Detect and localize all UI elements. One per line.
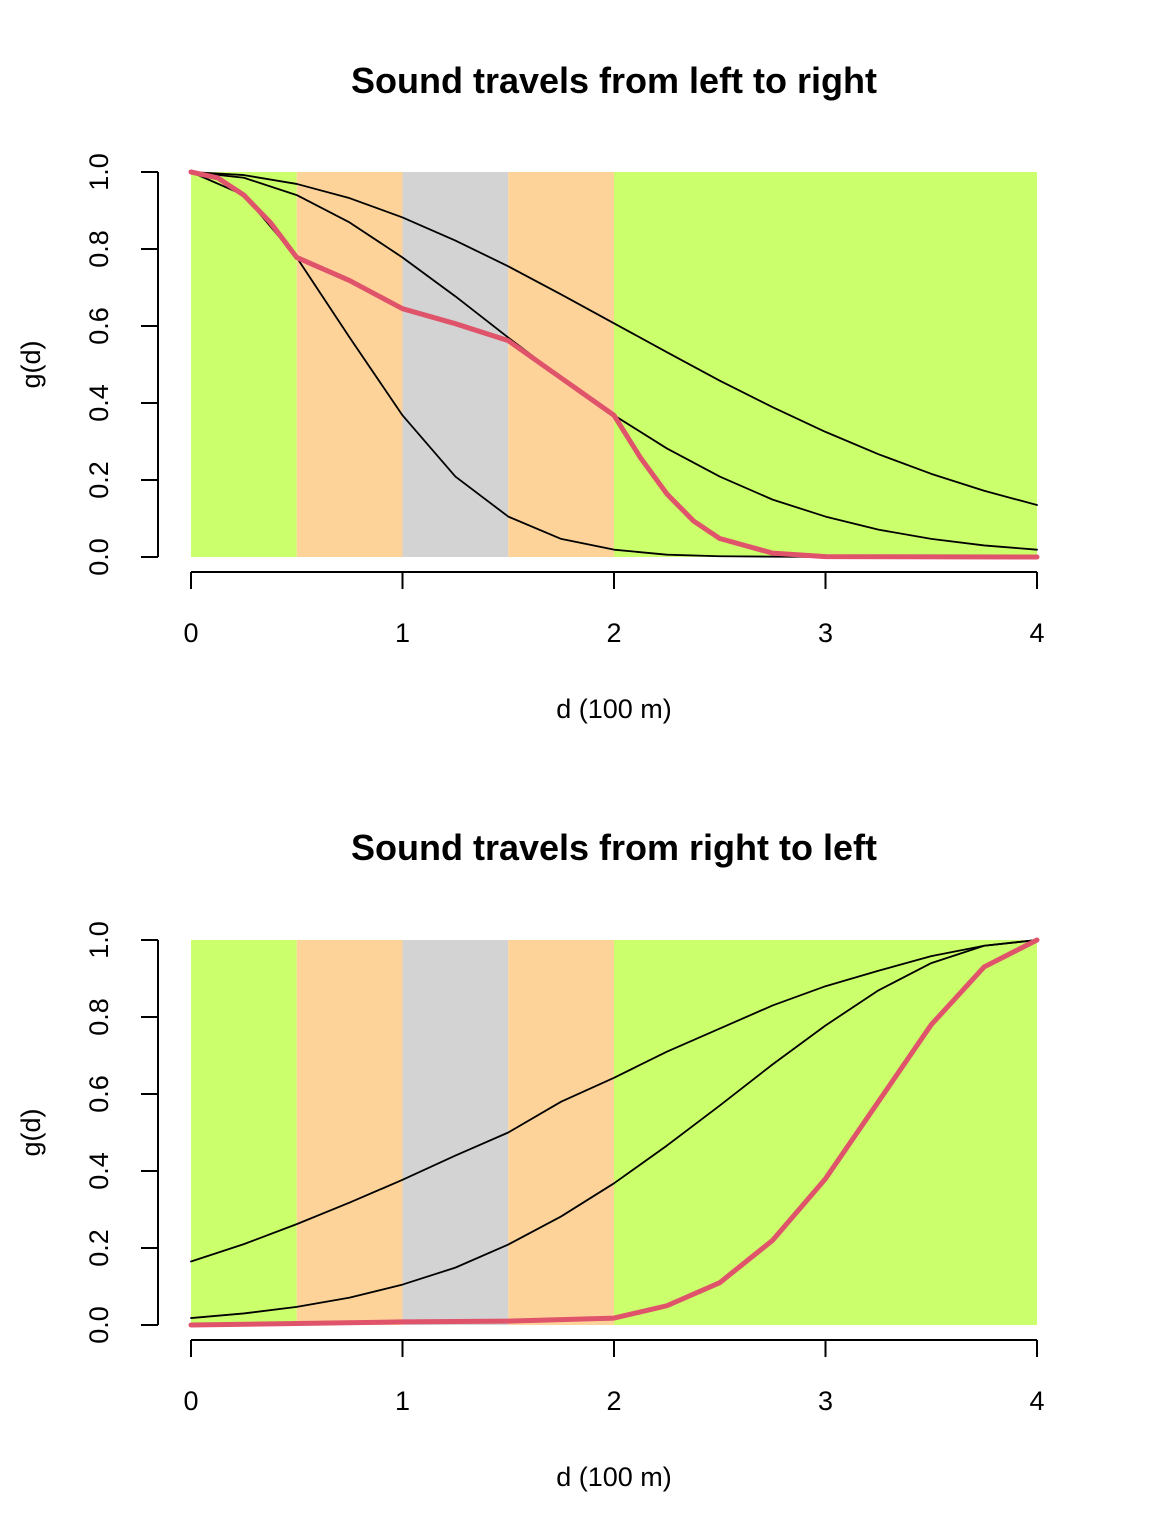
x-tick-label: 3 bbox=[818, 618, 833, 648]
y-tick-label: 0.2 bbox=[84, 1229, 114, 1267]
y-tick-label: 0.4 bbox=[84, 1152, 114, 1190]
y-tick-label: 0.4 bbox=[84, 384, 114, 422]
series-line bbox=[190, 171, 1038, 506]
background-band bbox=[191, 940, 297, 1325]
x-tick-label: 3 bbox=[818, 1386, 833, 1416]
x-tick-label: 0 bbox=[183, 1386, 198, 1416]
y-tick-label: 0.8 bbox=[84, 230, 114, 268]
background-band bbox=[191, 172, 297, 557]
highlight-series-line bbox=[188, 169, 1040, 560]
background-band bbox=[508, 172, 614, 557]
y-tick-label: 0.6 bbox=[84, 1075, 114, 1113]
x-axis-label: d (100 m) bbox=[556, 694, 672, 724]
x-tick-label: 1 bbox=[395, 1386, 410, 1416]
y-tick-label: 0.0 bbox=[84, 1306, 114, 1344]
chart-title: Sound travels from left to right bbox=[351, 60, 877, 101]
y-tick-label: 1.0 bbox=[84, 153, 114, 191]
background-band bbox=[296, 172, 403, 557]
x-tick-label: 1 bbox=[395, 618, 410, 648]
y-tick-label: 0.2 bbox=[84, 461, 114, 499]
y-tick-label: 0.8 bbox=[84, 998, 114, 1036]
chart-panel-1: 0 1 2 3 4 0.0 0.2 0.4 0.6 0.8 1.0 Sound travels fro… bbox=[16, 60, 1045, 724]
chart-title: Sound travels from right to left bbox=[351, 827, 877, 868]
highlight-series-line bbox=[188, 937, 1040, 1328]
series-line bbox=[190, 939, 1038, 1263]
background-band bbox=[614, 940, 1037, 1325]
x-tick-label: 4 bbox=[1029, 618, 1044, 648]
chart-panel-2: 0 1 2 3 4 0.0 0.2 0.4 0.6 0.8 1.0 Sound travels fro… bbox=[16, 827, 1045, 1492]
x-tick-label: 2 bbox=[606, 1386, 621, 1416]
background-band bbox=[614, 172, 1037, 557]
y-axis-label: g(d) bbox=[16, 1108, 46, 1156]
x-axis-label: d (100 m) bbox=[556, 1462, 672, 1492]
background-band bbox=[402, 172, 509, 557]
background-band bbox=[296, 940, 403, 1325]
background-band bbox=[508, 940, 614, 1325]
y-tick-label: 0.0 bbox=[84, 538, 114, 576]
x-tick-label: 4 bbox=[1029, 1386, 1044, 1416]
x-tick-label: 0 bbox=[183, 618, 198, 648]
series-line bbox=[190, 939, 1038, 1319]
y-tick-label: 1.0 bbox=[84, 921, 114, 959]
y-axis-label: g(d) bbox=[16, 340, 46, 388]
y-tick-label: 0.6 bbox=[84, 307, 114, 345]
x-tick-label: 2 bbox=[606, 618, 621, 648]
background-band bbox=[402, 940, 509, 1325]
